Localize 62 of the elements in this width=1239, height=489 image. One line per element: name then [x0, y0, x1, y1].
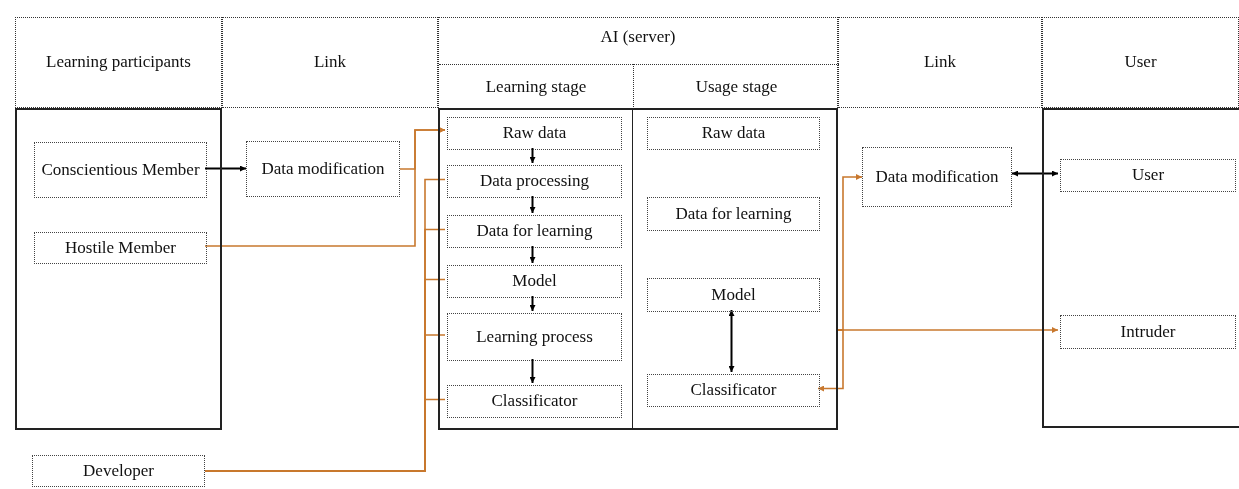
process-box	[1060, 315, 1236, 349]
process-box	[647, 374, 820, 407]
box-label: Hostile Member	[64, 238, 177, 258]
process-box	[447, 385, 622, 418]
connector-line	[204, 398, 446, 472]
process-box	[647, 117, 820, 150]
header-cell	[838, 17, 1042, 108]
arrow	[817, 329, 844, 392]
box-label: Classificator	[490, 392, 579, 411]
header-cell	[15, 17, 222, 108]
process-box	[447, 165, 622, 198]
lane-box	[15, 108, 222, 430]
box-label: Raw data	[700, 124, 767, 143]
process-box	[647, 278, 820, 312]
process-box	[447, 265, 622, 298]
arrow	[529, 147, 536, 164]
process-box	[447, 215, 622, 248]
column-heading: User	[1123, 53, 1158, 72]
process-box	[32, 455, 205, 487]
arrow	[529, 295, 536, 312]
arrow	[529, 195, 536, 214]
arrow	[728, 309, 735, 373]
arrow	[204, 165, 247, 172]
column-heading: Link	[922, 53, 958, 72]
process-box	[34, 142, 207, 198]
arrow	[204, 127, 446, 247]
header-cell	[1042, 17, 1239, 108]
arrow	[1011, 170, 1059, 177]
box-label: Conscientious Member	[40, 160, 201, 180]
box-label: User	[1130, 166, 1166, 185]
box-label: Developer	[82, 461, 155, 481]
process-box	[34, 232, 207, 264]
column-heading: Link	[312, 53, 348, 72]
header-cell	[438, 17, 838, 108]
lane-box	[1042, 108, 1239, 428]
header-cell	[222, 17, 438, 108]
process-box	[447, 313, 622, 361]
process-box	[862, 147, 1012, 207]
arrow	[529, 245, 536, 264]
box-label: Data modification	[260, 159, 386, 179]
column-heading: AI (server)	[599, 28, 677, 47]
lane-box	[438, 108, 838, 430]
box-label: Intruder	[1119, 322, 1177, 342]
column-heading: Learning participants	[45, 53, 192, 72]
process-box	[647, 197, 820, 231]
box-label: Model	[710, 285, 757, 305]
process-box	[447, 117, 622, 150]
arrow	[837, 327, 1059, 333]
box-label: Data for learning	[475, 222, 594, 241]
box-label: Raw data	[501, 124, 568, 143]
box-label: Data modification	[874, 167, 1000, 187]
column-heading: Learning stage	[484, 77, 588, 97]
column-heading: Usage stage	[694, 77, 779, 97]
box-label: Classificator	[689, 381, 778, 400]
arrow	[529, 358, 536, 384]
header-cell	[633, 64, 839, 109]
process-box	[246, 141, 400, 197]
box-label: Data processing	[478, 172, 591, 191]
process-box	[1060, 159, 1236, 192]
box-label: Model	[511, 272, 558, 291]
box-label: Data for learning	[674, 204, 793, 224]
box-label: Learning process	[475, 327, 594, 347]
